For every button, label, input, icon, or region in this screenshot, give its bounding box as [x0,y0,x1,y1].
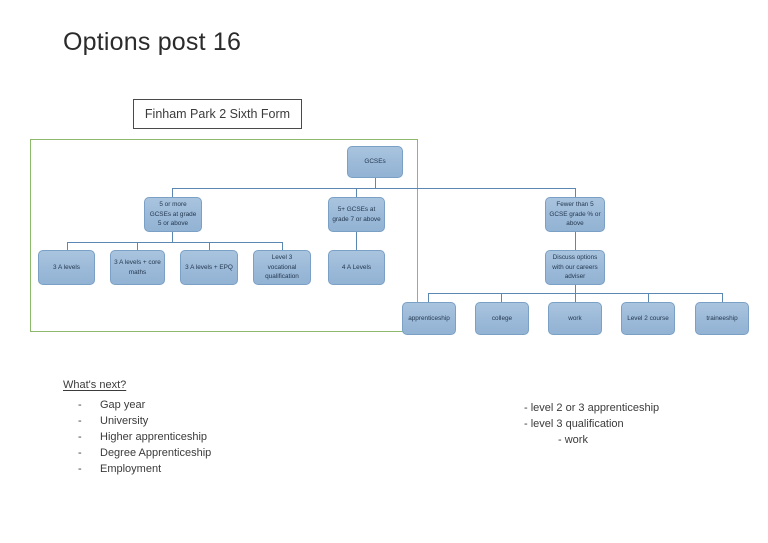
node-3-a-levels-label: 3 A levels [52,263,80,271]
node-5-or-more-gcses-grade-5[interactable]: 5 or more GCSEs at grade 5 or above [144,197,202,232]
node-discuss-options-careers-adviser[interactable]: Discuss options with our careers adviser [545,250,605,285]
list-item: - University [78,415,211,431]
node-fewer-than-5-gcses-label: Fewer than 5 GCSE grade % or above [549,201,601,228]
connector-tier4-drop-3 [575,293,576,303]
connector-tier3-left-drop-4 [282,242,283,250]
connector-tier3-left-drop-3 [209,242,210,250]
node-5-plus-gcses-grade-7-label: 5+ GCSEs at grade 7 or above [332,205,381,223]
list-item: - Employment [78,463,211,479]
node-3-a-levels-epq[interactable]: 3 A levels + EPQ [180,250,238,285]
connector-tier3-left-drop-2 [137,242,138,250]
node-fewer-than-5-gcses[interactable]: Fewer than 5 GCSE grade % or above [545,197,605,232]
node-3-a-levels-epq-label: 3 A levels + EPQ [185,263,233,271]
connector-tier4-drop-2 [501,293,502,303]
node-4-a-levels-label: 4 A Levels [341,263,372,271]
connector-left-stub [172,232,173,242]
node-4-a-levels[interactable]: 4 A Levels [328,250,385,285]
connector-tier3-left-drop-1 [67,242,68,250]
connector-middle-to-4alevels [356,232,357,250]
bullet-marker: - [78,447,82,459]
connector-tier2-drop-right [575,188,576,198]
bullet-marker: - [78,399,82,411]
right-note-line: - level 3 qualification [524,418,624,430]
node-gcses-label: GCSEs [364,158,386,166]
list-item: - Gap year [78,399,211,415]
node-college-label: college [491,314,513,322]
node-level-2-course-label: Level 2 course [627,314,669,322]
right-note-line: - work [558,434,588,446]
node-apprenticeship[interactable]: apprenticeship [402,302,456,335]
connector-tier2-bus [172,188,576,189]
list-item-label: Employment [100,463,162,475]
right-notes-block: - level 2 or 3 apprenticeship - level 3 … [524,400,659,448]
node-3-a-levels-core-maths[interactable]: 3 A levels + core maths [110,250,165,285]
node-apprenticeship-label: apprenticeship [408,314,450,322]
node-3-a-levels-core-maths-label: 3 A levels + core maths [114,258,161,276]
node-level-3-vocational-label: Level 3 vocational qualification [265,254,299,281]
connector-root-stub [375,178,376,188]
list-item-label: Higher apprenticeship [100,431,208,443]
node-work-label: work [568,314,582,322]
connector-tier2-drop-middle [356,188,357,198]
node-traineeship[interactable]: traineeship [695,302,749,335]
connector-tier2-drop-left [172,188,173,198]
node-5-plus-gcses-grade-7[interactable]: 5+ GCSEs at grade 7 or above [328,197,385,232]
sixth-form-region-frame [30,139,418,332]
node-work[interactable]: work [548,302,602,335]
node-college[interactable]: college [475,302,529,335]
right-note-line: - level 2 or 3 apprenticeship [524,402,660,414]
node-3-a-levels[interactable]: 3 A levels [38,250,95,285]
node-5-or-more-gcses-grade-5-label: 5 or more GCSEs at grade 5 or above [149,201,197,228]
whats-next-list: - Gap year - University - Higher apprent… [78,399,211,479]
bullet-marker: - [78,463,82,475]
connector-right-to-careers [575,232,576,250]
node-level-2-course[interactable]: Level 2 course [621,302,675,335]
list-item-label: University [100,415,149,427]
connector-careers-stub [575,284,576,293]
node-level-3-vocational[interactable]: Level 3 vocational qualification [253,250,311,285]
connector-tier4-drop-5 [722,293,723,303]
bullet-marker: - [78,431,82,443]
whats-next-heading: What's next? [63,379,127,391]
connector-tier4-drop-4 [648,293,649,303]
list-item: - Degree Apprenticeship [78,447,211,463]
node-traineeship-label: traineeship [706,314,738,322]
page-title: Options post 16 [63,28,242,56]
connector-tier3-left-bus [67,242,282,243]
header-box-label: Finham Park 2 Sixth Form [144,107,291,121]
node-discuss-options-careers-adviser-label: Discuss options with our careers adviser [552,254,598,281]
list-item: - Higher apprenticeship [78,431,211,447]
connector-tier4-drop-1 [428,293,429,303]
list-item-label: Degree Apprenticeship [100,447,212,459]
list-item-label: Gap year [100,399,146,411]
node-gcses[interactable]: GCSEs [347,146,403,178]
header-box-finham-park: Finham Park 2 Sixth Form [133,99,302,129]
bullet-marker: - [78,415,82,427]
